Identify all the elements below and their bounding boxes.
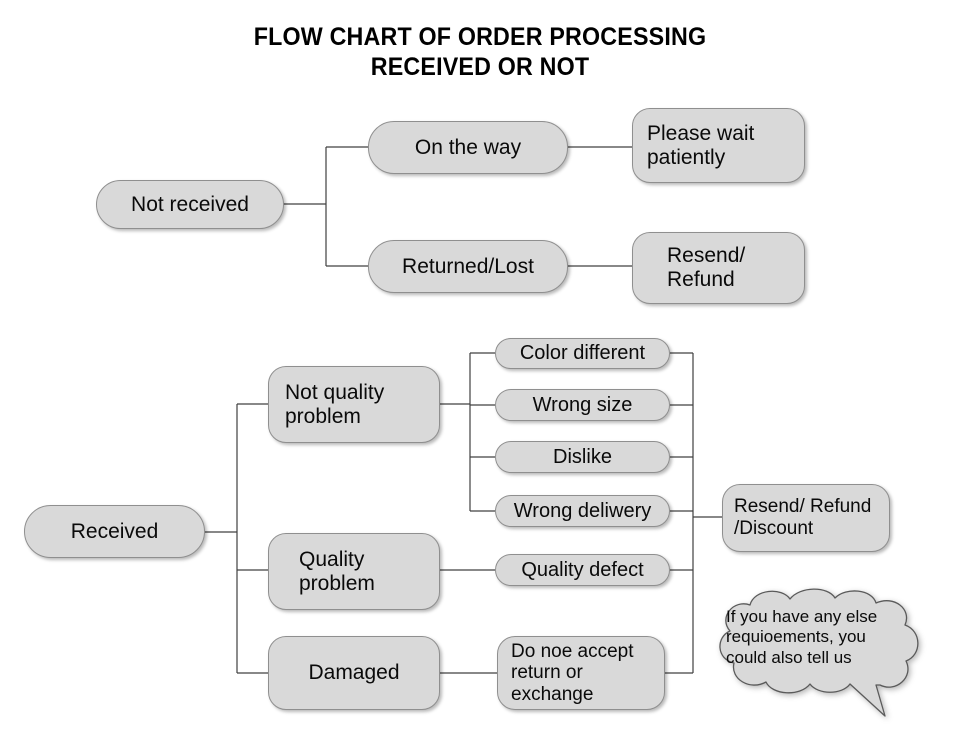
node-please-wait-patiently[interactable]: Please wait patiently — [632, 108, 805, 183]
node-wrong-size[interactable]: Wrong size — [495, 389, 670, 421]
page-title-line-2: RECEIVED OR NOT — [370, 53, 590, 81]
node-quality-defect[interactable]: Quality defect — [495, 554, 670, 586]
callout-line-2: requioements, you — [726, 627, 866, 647]
node-do-noe-accept-line-1: Do noe accept — [511, 640, 634, 662]
node-quality-problem[interactable]: Quality problem — [268, 533, 440, 610]
callout-bubble[interactable]: If you have any else requioements, you c… — [700, 585, 945, 725]
node-not-quality-problem-line-1: Not quality — [285, 380, 385, 404]
node-returned-lost-label: Returned/Lost — [402, 254, 534, 278]
node-on-the-way[interactable]: On the way — [368, 121, 568, 174]
node-not-received[interactable]: Not received — [96, 180, 284, 229]
node-not-quality-problem[interactable]: Not quality problem — [268, 366, 440, 443]
node-do-noe-accept[interactable]: Do noe accept return or exchange — [497, 636, 665, 710]
node-wrong-deliwery-label: Wrong deliwery — [513, 499, 652, 522]
node-please-wait-line-2: patiently — [647, 145, 726, 169]
node-damaged-label: Damaged — [308, 661, 400, 685]
node-resend-refund-discount-line-2: /Discount — [734, 518, 814, 539]
node-do-noe-accept-line-2: return or — [511, 662, 583, 684]
callout-line-3: could also tell us — [726, 647, 852, 667]
node-quality-problem-line-2: problem — [299, 571, 375, 595]
node-resend-refund-discount[interactable]: Resend/ Refund /Discount — [722, 484, 890, 552]
callout-bubble-text: If you have any else requioements, you c… — [726, 607, 922, 668]
node-dislike-label: Dislike — [553, 445, 612, 468]
node-color-different[interactable]: Color different — [495, 338, 670, 369]
node-on-the-way-label: On the way — [414, 135, 522, 159]
callout-bubble-shape — [719, 588, 919, 717]
node-do-noe-accept-line-3: exchange — [511, 683, 594, 705]
node-received-label: Received — [70, 519, 159, 543]
node-please-wait-line-1: Please wait — [647, 121, 755, 145]
node-returned-lost[interactable]: Returned/Lost — [368, 240, 568, 293]
node-resend-refund-line-2: Refund — [667, 268, 735, 291]
node-wrong-deliwery[interactable]: Wrong deliwery — [495, 495, 670, 527]
node-not-quality-problem-line-2: problem — [285, 404, 361, 428]
node-dislike[interactable]: Dislike — [495, 441, 670, 473]
node-resend-refund-line-1: Resend/ — [667, 244, 746, 268]
node-damaged[interactable]: Damaged — [268, 636, 440, 710]
node-quality-defect-label: Quality defect — [521, 558, 644, 581]
node-quality-problem-line-1: Quality — [299, 547, 365, 571]
node-resend-refund[interactable]: Resend/ Refund — [632, 232, 805, 304]
page-title: FLOW CHART OF ORDER PROCESSING RECEIVED … — [34, 22, 927, 82]
page-title-line-1: FLOW CHART OF ORDER PROCESSING — [253, 23, 707, 51]
node-received[interactable]: Received — [24, 505, 205, 558]
callout-line-1: If you have any else — [726, 607, 878, 626]
node-resend-refund-discount-line-1: Resend/ Refund — [734, 496, 872, 518]
node-not-received-label: Not received — [131, 192, 249, 216]
node-color-different-label: Color different — [519, 342, 646, 365]
node-wrong-size-label: Wrong size — [532, 393, 633, 416]
